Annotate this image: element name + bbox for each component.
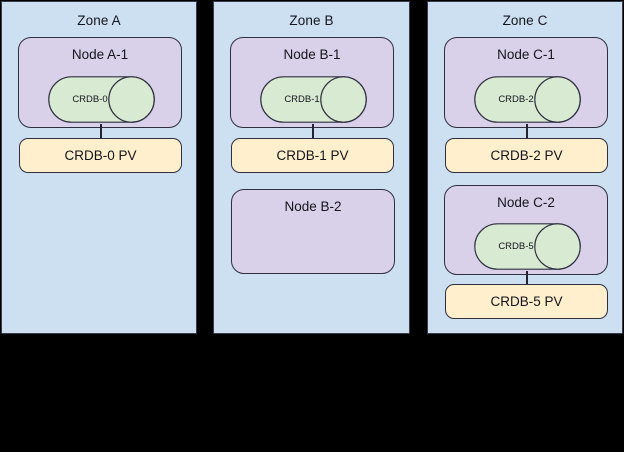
connector-node-c-2-to-pv — [526, 271, 528, 285]
pv-box-crdb-0: CRDB-0 PV — [19, 138, 182, 173]
zone-panel-c: Zone C Node C-1 CRDB-2 CRDB-2 PV Node C-… — [427, 1, 623, 334]
zone-panel-b: Zone B Node B-1 CRDB-1 CRDB-1 PV Node B-… — [213, 1, 410, 334]
node-box-c-1: Node C-1 CRDB-2 — [444, 37, 608, 128]
node-box-b-1: Node B-1 CRDB-1 — [230, 37, 394, 128]
pv-label-crdb-2: CRDB-2 PV — [490, 148, 563, 163]
node-a-1-title: Node A-1 — [71, 47, 129, 62]
pv-label-crdb-0: CRDB-0 PV — [64, 148, 137, 163]
node-b-2-title: Node B-2 — [284, 199, 342, 214]
zone-a-title: Zone A — [77, 13, 121, 28]
connector-node-a-1-to-pv — [100, 124, 102, 139]
node-box-b-2: Node B-2 — [231, 189, 395, 274]
connector-node-c-1-to-pv — [526, 124, 528, 139]
node-c-2-title: Node C-2 — [497, 195, 555, 210]
database-cylinder-crdb-5: CRDB-5 — [474, 223, 581, 270]
zone-panel-a: Zone A Node A-1 CRDB-0 CRDB-0 PV — [1, 1, 197, 334]
database-cylinder-crdb-0: CRDB-0 — [48, 76, 155, 123]
pv-box-crdb-5: CRDB-5 PV — [445, 284, 608, 319]
node-box-c-2: Node C-2 CRDB-5 — [444, 185, 608, 275]
pv-label-crdb-1: CRDB-1 PV — [276, 148, 349, 163]
database-cylinder-crdb-1: CRDB-1 — [260, 76, 367, 123]
zone-b-title: Zone B — [289, 13, 334, 28]
pv-box-crdb-2: CRDB-2 PV — [445, 138, 608, 173]
pv-box-crdb-1: CRDB-1 PV — [231, 138, 394, 173]
connector-node-b-1-to-pv — [312, 124, 314, 139]
zone-c-title: Zone C — [502, 13, 548, 28]
node-box-a-1: Node A-1 CRDB-0 — [18, 37, 182, 128]
node-c-1-title: Node C-1 — [497, 47, 555, 62]
database-cylinder-crdb-2: CRDB-2 — [474, 76, 581, 123]
pv-label-crdb-5: CRDB-5 PV — [490, 294, 563, 309]
node-b-1-title: Node B-1 — [283, 47, 341, 62]
